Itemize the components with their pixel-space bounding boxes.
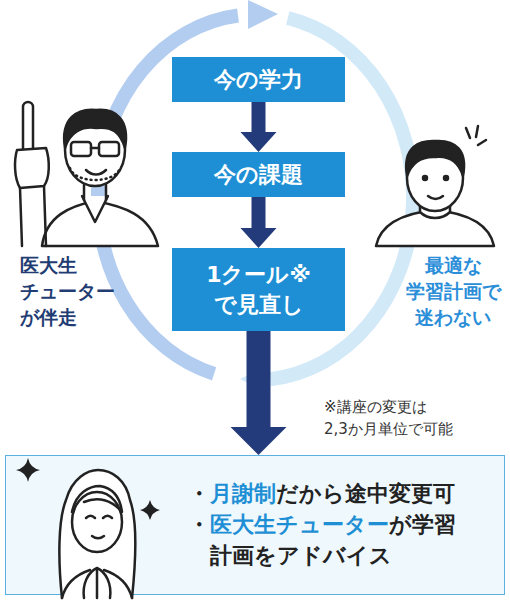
tutor-illustration: [15, 102, 158, 246]
step-box: 1クール※ で見直し: [172, 248, 345, 331]
step-box: 今の課題: [172, 152, 345, 197]
sparkle: [140, 500, 160, 520]
flow-arrow: [241, 102, 277, 152]
side-caption: 医大生 チューター が伴走: [20, 252, 120, 330]
woman-illustration: [59, 470, 135, 598]
result-box: ・月謝制だから途中変更可・医大生チューターが学習計画をアドバイス: [5, 455, 505, 595]
text-line: 月謝制だから途中変更可: [210, 478, 472, 509]
step-box: 今の学力: [172, 57, 345, 102]
arrow-head: [231, 427, 287, 455]
bullet-row: ・月謝制だから途中変更可: [188, 478, 472, 509]
flow-arrow: [231, 331, 287, 455]
arrow-head: [241, 132, 277, 152]
footnote: ※講座の変更は 2,3か月単位で可能: [324, 396, 506, 440]
bullet-mark: ・: [188, 509, 210, 571]
arrow-shaft: [252, 102, 266, 132]
arrow-head: [241, 228, 277, 248]
cycle-arrowhead: [240, 364, 270, 394]
side-caption: 最適な 学習計画で 迷わない: [398, 252, 508, 330]
box-label: 今の課題: [214, 160, 303, 190]
text-line: 医大生チューターが学習計画をアドバイス: [210, 509, 472, 571]
highlight-text: 医大生チューター: [210, 512, 389, 537]
bullet-mark: ・: [188, 478, 210, 509]
student-illustration: [376, 126, 494, 246]
body-text: だから途中変更可: [276, 481, 455, 506]
box-label: 今の学力: [214, 65, 303, 95]
arrow-shaft: [247, 331, 271, 427]
arrow-shaft: [252, 197, 266, 228]
flow-arrow: [241, 197, 277, 248]
bullet-row: ・医大生チューターが学習計画をアドバイス: [188, 509, 472, 571]
cycle-arrowhead: [248, 0, 278, 29]
sparkle: [16, 458, 40, 482]
box-label: 1クール※ で見直し: [182, 260, 335, 320]
highlight-text: 月謝制: [210, 481, 276, 506]
text-group: ・月謝制だから途中変更可・医大生チューターが学習計画をアドバイス: [188, 478, 472, 571]
